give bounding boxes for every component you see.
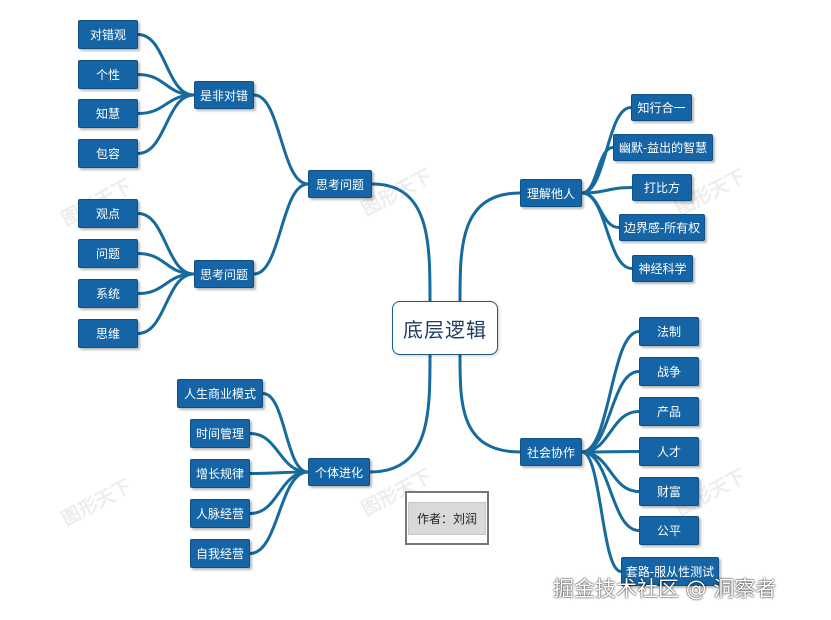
branch-evolution[interactable]: 个体进化: [308, 458, 370, 486]
connector-branch-child: [580, 146, 615, 195]
connector-branch-child: [261, 392, 310, 474]
leaf-topic[interactable]: 对错观: [78, 20, 138, 49]
connector-root-branch: [458, 353, 522, 454]
leaf-topic[interactable]: 问题: [78, 239, 138, 268]
connector-root-branch: [370, 182, 432, 303]
leaf-topic[interactable]: 财富: [639, 477, 699, 506]
leaf-topic[interactable]: 增长规律: [190, 459, 250, 488]
author-label: 作者：刘润: [407, 501, 486, 535]
connector-branch-child: [252, 182, 310, 276]
subtopic-thinking[interactable]: 思考问题: [194, 260, 254, 288]
connector-branch-child: [252, 93, 310, 186]
connector-branch-child: [248, 470, 310, 555]
connector-branch-child: [580, 370, 641, 454]
connector-root-branch: [368, 353, 432, 474]
subtopic-right-wrong[interactable]: 是非对错: [194, 81, 254, 109]
leaf-topic[interactable]: 法制: [639, 317, 699, 346]
connector-branch-child: [136, 93, 196, 155]
leaf-topic[interactable]: 个性: [78, 60, 138, 89]
connector-branch-child: [580, 450, 641, 532]
leaf-topic[interactable]: 神经科学: [632, 255, 693, 282]
leaf-topic[interactable]: 人才: [639, 437, 699, 466]
connector-branch-child: [580, 191, 634, 270]
leaf-topic[interactable]: 公平: [639, 516, 699, 545]
leaf-topic[interactable]: 人生商业模式: [177, 379, 263, 408]
leaf-topic[interactable]: 产品: [639, 397, 699, 426]
leaf-topic[interactable]: 知慧: [78, 99, 138, 128]
leaf-topic[interactable]: 观点: [78, 199, 138, 228]
connector-branch-child: [580, 450, 623, 573]
leaf-topic[interactable]: 知行合一: [631, 94, 692, 121]
leaf-topic[interactable]: 自我经营: [190, 539, 250, 568]
connector-root-branch: [458, 191, 522, 303]
leaf-topic[interactable]: 思维: [78, 319, 138, 348]
connector-branch-child: [136, 272, 196, 335]
leaf-topic[interactable]: 包容: [78, 139, 138, 168]
leaf-topic[interactable]: 系统: [78, 279, 138, 308]
leaf-topic[interactable]: 战争: [639, 357, 699, 386]
branch-collaboration[interactable]: 社会协作: [520, 438, 582, 466]
leaf-topic[interactable]: 套路-服从性测试: [621, 557, 719, 586]
author-box[interactable]: 作者：刘润: [405, 491, 489, 545]
leaf-topic[interactable]: 幽默-益出的智慧: [613, 134, 713, 161]
root-topic[interactable]: 底层逻辑: [392, 301, 498, 355]
connector-branch-child: [248, 470, 310, 515]
platform-credit: 掘金技术社区 @ 洞察者: [553, 577, 777, 601]
leaf-topic[interactable]: 时间管理: [190, 419, 250, 448]
leaf-topic[interactable]: 边界感-所有权: [619, 214, 705, 241]
branch-understanding[interactable]: 理解他人: [520, 179, 582, 207]
connector-branch-child: [580, 450, 641, 493]
leaf-topic[interactable]: 人脉经营: [190, 499, 250, 528]
branch-thinking[interactable]: 思考问题: [308, 170, 372, 198]
leaf-topic[interactable]: 打比方: [632, 174, 692, 201]
